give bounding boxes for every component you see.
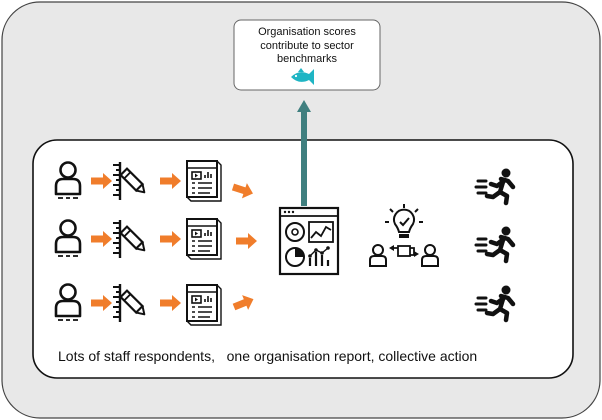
- fish-icon: [291, 68, 314, 85]
- dashboard-icon: [278, 206, 340, 276]
- person-icon: [54, 219, 82, 258]
- benchmark-callout-text: Organisation scores contribute to sector…: [258, 26, 356, 65]
- report-form-icon: [186, 160, 222, 202]
- benchmark-callout-box: [233, 19, 381, 91]
- connector-arrow: [297, 100, 311, 206]
- person-icon: [54, 283, 82, 322]
- person-icon: [54, 161, 82, 200]
- report-form-icon: [186, 284, 222, 326]
- diagram-caption: Lots of staff respondents, one organisat…: [58, 348, 478, 364]
- arrow-right-icon: [231, 183, 253, 199]
- arrow-right-icon: [232, 295, 254, 311]
- report-form-icon: [186, 218, 222, 260]
